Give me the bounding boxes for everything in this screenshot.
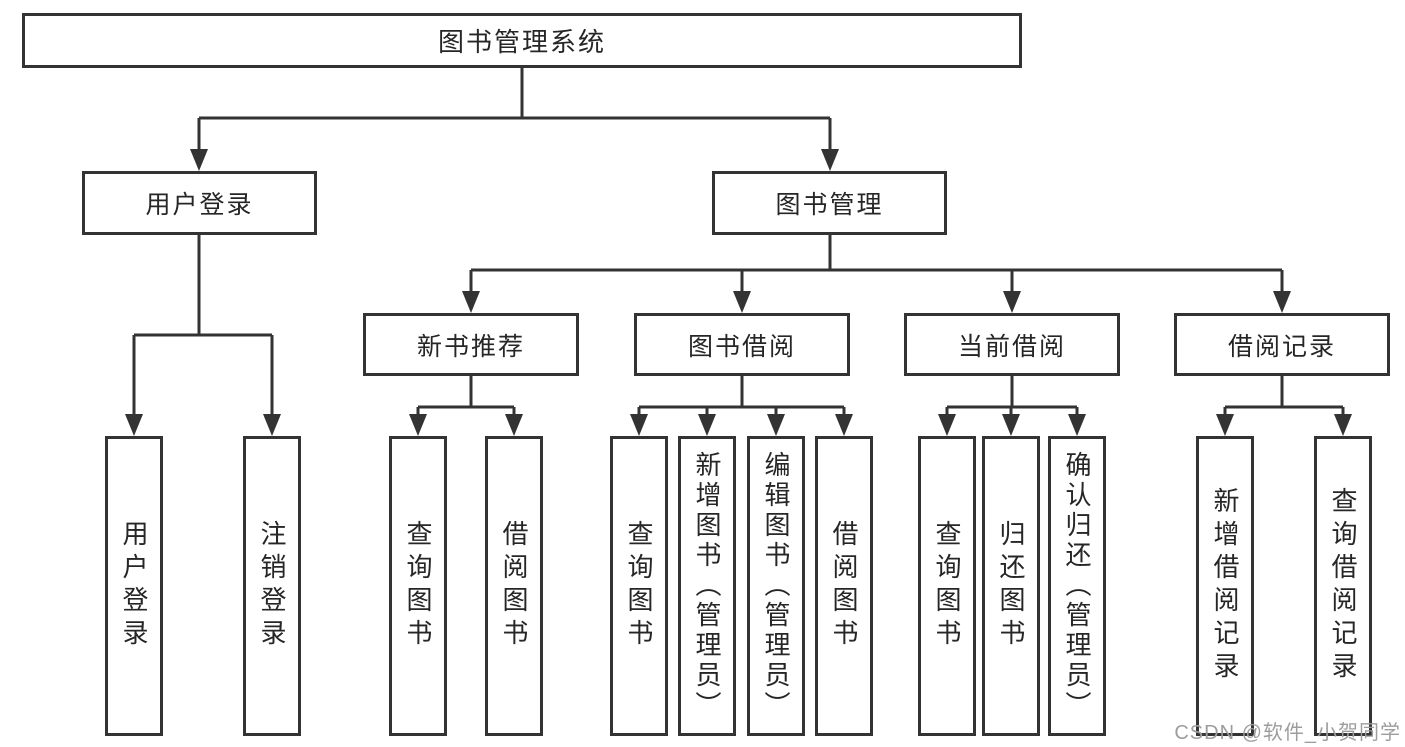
leaf-current-query-books: 查询图书 <box>918 436 976 736</box>
leaf-borrow-borrow-books: 借阅图书 <box>815 436 873 736</box>
node-label: 借阅图书 <box>829 520 859 652</box>
node-label: 查询图书 <box>624 520 654 652</box>
node-label: 注销登录 <box>257 520 287 652</box>
node-label: 编辑图书（管理员） <box>761 451 791 721</box>
leaf-borrow-edit-book-admin: 编辑图书（管理员） <box>747 436 805 736</box>
node-label: 查询图书 <box>932 520 962 652</box>
node-label: 图书管理 <box>775 191 884 219</box>
leaf-records-add-record: 新增借阅记录 <box>1196 436 1254 736</box>
node-label: 用户登录 <box>119 520 149 652</box>
leaf-records-query-record: 查询借阅记录 <box>1314 436 1372 736</box>
leaf-recommend-borrow-books: 借阅图书 <box>485 436 543 736</box>
node-label: 查询图书 <box>403 520 433 652</box>
node-label: 图书管理系统 <box>437 27 606 57</box>
node-new-book-recommend: 新书推荐 <box>363 313 579 376</box>
node-label: 确认归还（管理员） <box>1062 451 1092 721</box>
node-label: 当前借阅 <box>957 332 1066 361</box>
node-label: 归还图书 <box>996 520 1026 652</box>
node-book-management: 图书管理 <box>712 171 947 235</box>
node-user-login: 用户登录 <box>82 171 317 235</box>
arrowheads <box>125 149 1352 436</box>
node-label: 新增借阅记录 <box>1210 487 1240 685</box>
node-label: 借阅记录 <box>1227 332 1336 361</box>
leaf-borrow-add-book-admin: 新增图书（管理员） <box>678 436 736 736</box>
node-label: 新书推荐 <box>416 332 525 361</box>
leaf-borrow-query-books: 查询图书 <box>610 436 668 736</box>
leaf-user-login: 用户登录 <box>105 436 163 736</box>
csdn-watermark: CSDN @软件_小贺同学 <box>1174 722 1401 744</box>
node-label: 查询借阅记录 <box>1328 487 1358 685</box>
node-book-borrow: 图书借阅 <box>634 313 850 376</box>
node-label: 用户登录 <box>145 191 254 219</box>
node-label: 新增图书（管理员） <box>692 451 722 721</box>
node-label: 图书借阅 <box>687 332 796 361</box>
leaf-logout: 注销登录 <box>243 436 301 736</box>
node-label: 借阅图书 <box>499 520 529 652</box>
leaf-recommend-query-books: 查询图书 <box>389 436 447 736</box>
leaf-current-return-books: 归还图书 <box>982 436 1040 736</box>
node-current-borrow: 当前借阅 <box>904 313 1120 376</box>
node-borrow-records: 借阅记录 <box>1174 313 1390 376</box>
node-library-management-system: 图书管理系统 <box>22 13 1022 68</box>
leaf-current-confirm-return-admin: 确认归还（管理员） <box>1048 436 1106 736</box>
